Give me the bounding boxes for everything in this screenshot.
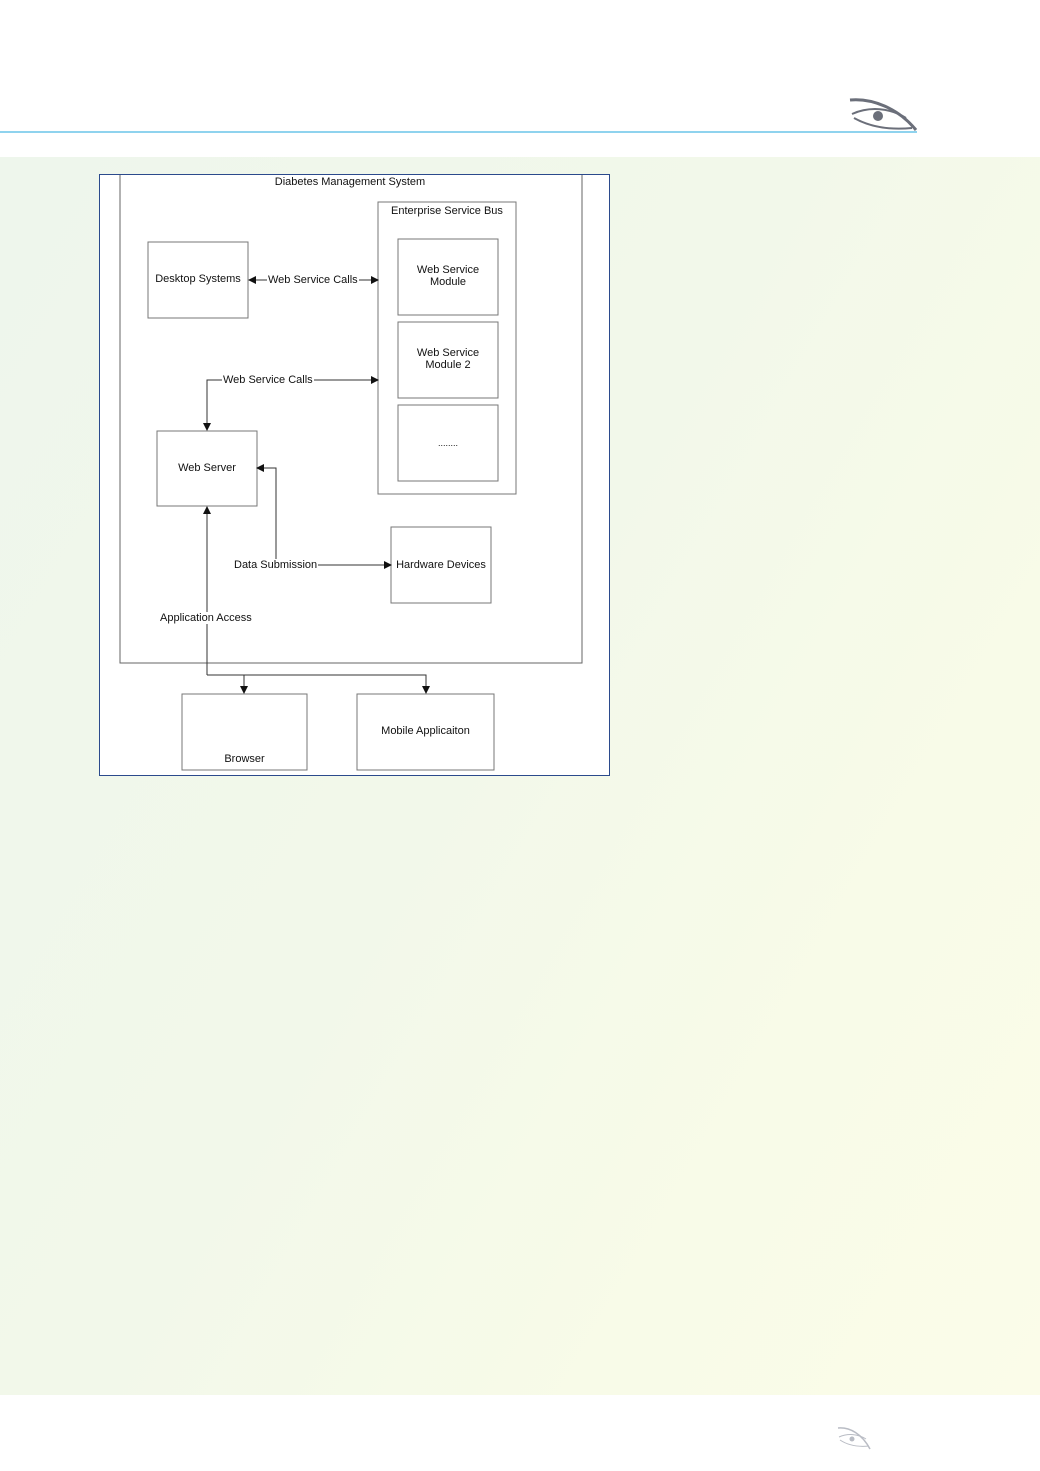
mobile-box xyxy=(356,693,495,771)
eye-logo-icon xyxy=(849,98,918,131)
module-box-3 xyxy=(397,404,499,482)
edge-data-submission xyxy=(256,464,392,569)
browser-box xyxy=(181,693,308,771)
edge-webserver-esb xyxy=(203,376,379,431)
node-mobile-application: Mobile Applicaiton xyxy=(381,725,470,737)
header-divider xyxy=(0,131,917,133)
node-desktop-systems: Desktop Systems xyxy=(155,273,241,285)
eye-logo-icon xyxy=(837,1427,871,1450)
architecture-diagram: Diabetes Management System Enterprise Se… xyxy=(99,174,610,776)
edge-label-webserver-esb: Web Service Calls xyxy=(222,374,314,386)
node-web-service-module-2: Web Service Module 2 xyxy=(416,347,480,371)
module-box-2 xyxy=(397,321,499,399)
edge-label-data-submission: Data Submission xyxy=(233,559,319,571)
edge-label-application-access: Application Access xyxy=(159,612,253,624)
module-box-1 xyxy=(397,238,499,316)
esb-title: Enterprise Service Bus xyxy=(391,205,503,217)
system-title: Diabetes Management System xyxy=(274,176,426,188)
node-web-server: Web Server xyxy=(178,462,236,474)
system-boundary xyxy=(119,175,583,664)
edge-to-browser xyxy=(207,674,248,694)
node-web-service-module: Web Service Module xyxy=(416,264,480,288)
diagram-lines xyxy=(119,175,583,771)
esb-container xyxy=(377,201,517,495)
node-placeholder-module: ........ xyxy=(437,438,458,448)
node-hardware-devices: Hardware Devices xyxy=(396,559,486,571)
edge-to-mobile xyxy=(244,674,430,694)
node-browser: Browser xyxy=(224,753,265,765)
edge-label-desktop-esb: Web Service Calls xyxy=(267,274,359,286)
